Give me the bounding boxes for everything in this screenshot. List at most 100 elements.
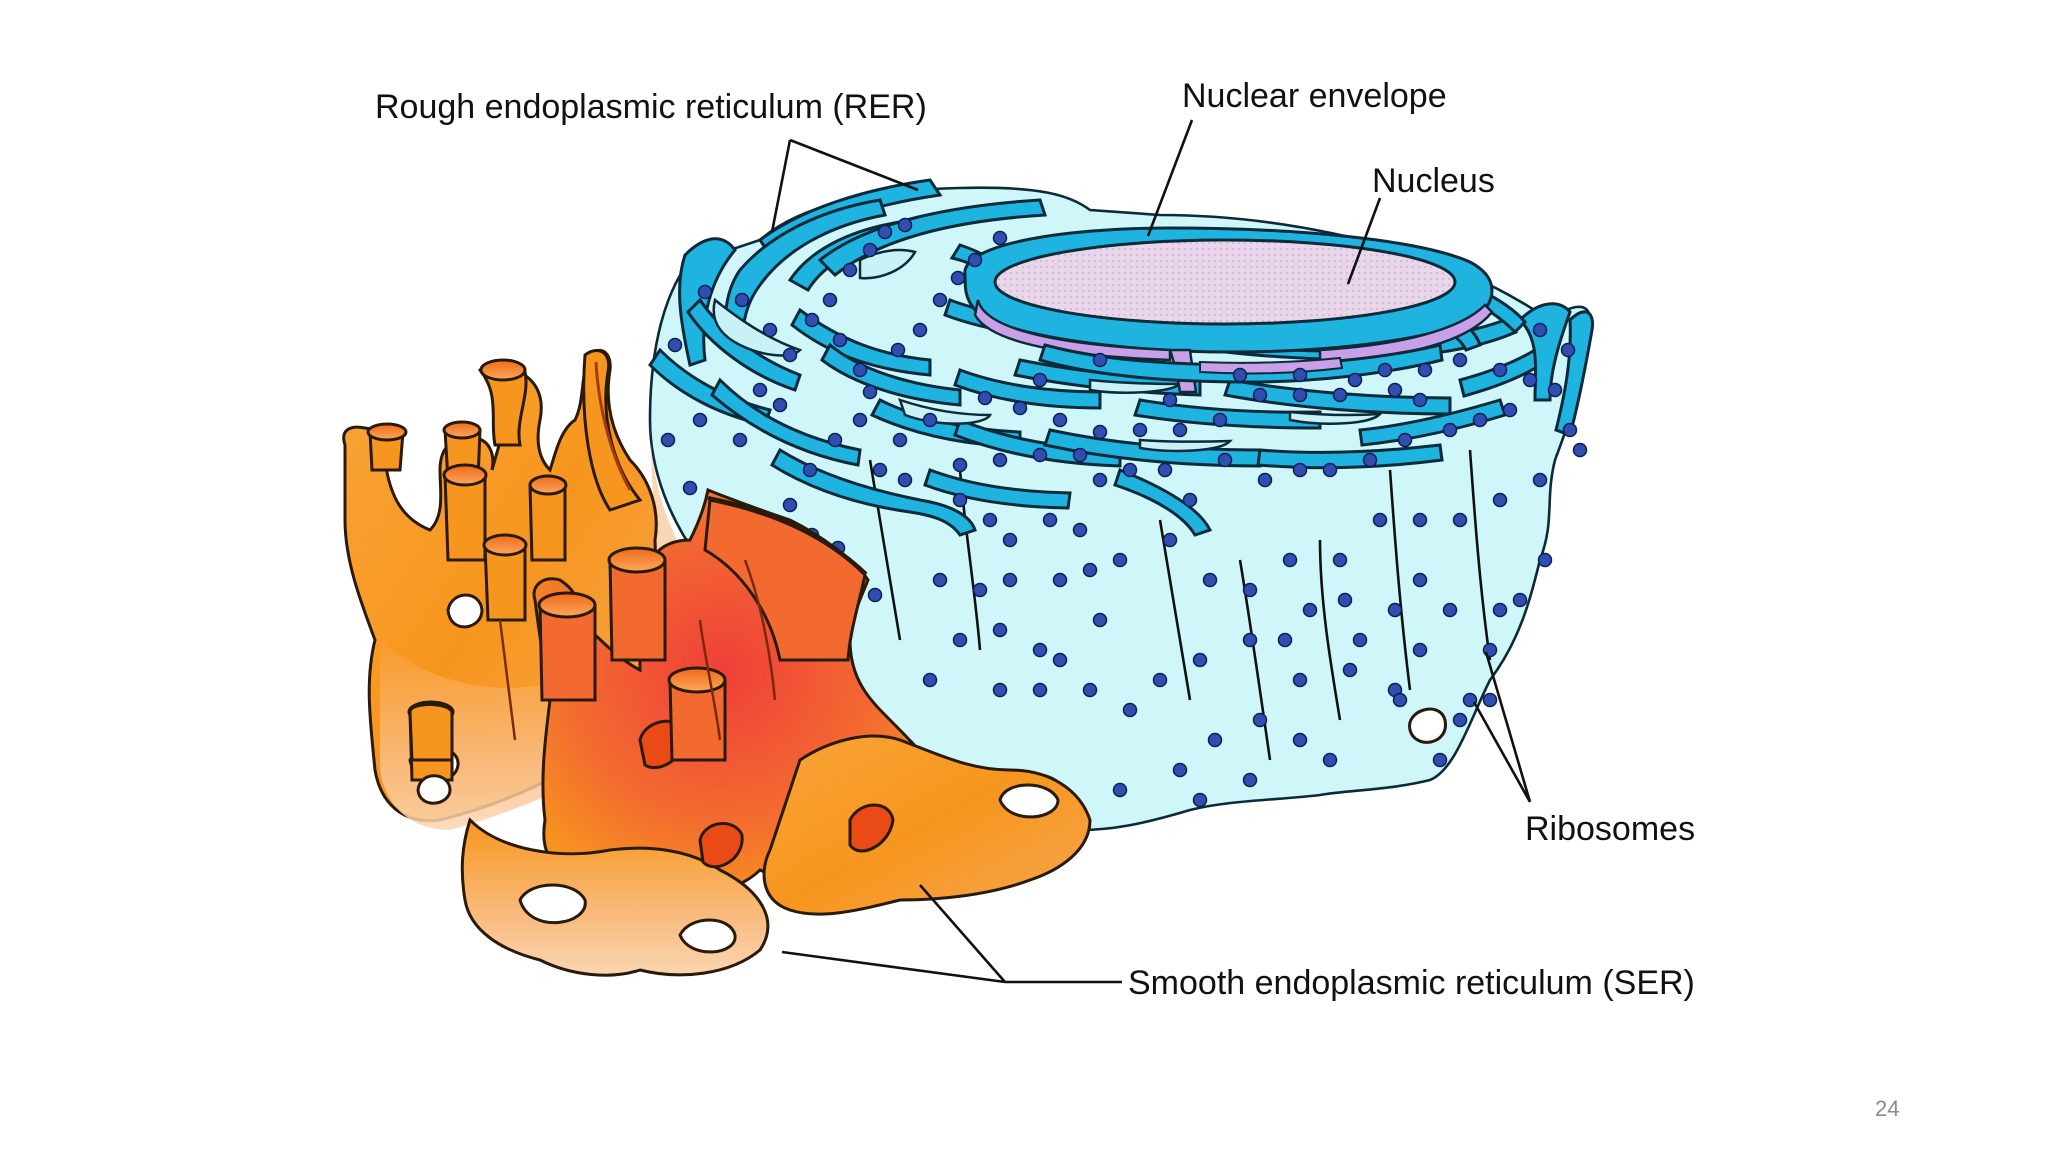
ribosome-dot (992, 682, 1008, 698)
ribosome-dot (1052, 412, 1068, 428)
ribosome-dot (1012, 400, 1028, 416)
ribosome-dot (1502, 402, 1518, 418)
ribosome-dot (1032, 447, 1048, 463)
ribosome-dot (1212, 412, 1228, 428)
ribosome-dot (1152, 672, 1168, 688)
ribosome-dot (1472, 412, 1488, 428)
ribosome-dot (667, 337, 683, 353)
ribosome-dot (1452, 712, 1468, 728)
ribosome-dot (952, 632, 968, 648)
nucleus-label: Nucleus (1372, 162, 1495, 200)
ribosome-dot (804, 312, 820, 328)
ribosome-dot (1387, 382, 1403, 398)
ribosome-dot (972, 582, 988, 598)
ribosome-dot (952, 492, 968, 508)
ribosome-dot (952, 457, 968, 473)
ribosome-dot (862, 242, 878, 258)
ribosome-dot (1562, 422, 1578, 438)
ribosome-dot (1337, 592, 1353, 608)
ribosome-dot (1512, 592, 1528, 608)
ribosome-dot (1282, 552, 1298, 568)
ribosome-dot (1072, 522, 1088, 538)
ribosome-dot (1342, 662, 1358, 678)
nucleus (993, 238, 1457, 326)
ribosome-dot (1392, 692, 1408, 708)
ribosome-dot (1532, 472, 1548, 488)
ribosome-dot (832, 332, 848, 348)
ribosome-dot (1032, 682, 1048, 698)
ribosome-dot (1442, 422, 1458, 438)
ribosome-dot (1072, 447, 1088, 463)
smooth-er (342, 349, 1092, 977)
ribosome-dot (1052, 652, 1068, 668)
ribosome-dot (1112, 782, 1128, 798)
ribosome-dot (1332, 552, 1348, 568)
ribosome-dot (682, 480, 698, 496)
ribosome-dot (842, 262, 858, 278)
ribosome-dot (1522, 372, 1538, 388)
ribosome-dot (1192, 792, 1208, 808)
ribosome-dot (1182, 492, 1198, 508)
ribosome-dot (697, 284, 713, 300)
ribosome-dot (1452, 352, 1468, 368)
ribosome-dot (1412, 572, 1428, 588)
ribosome-dot (992, 622, 1008, 638)
ribosome-dot (827, 432, 843, 448)
ribosome-dot (950, 270, 966, 286)
ribosome-dot (1217, 452, 1233, 468)
ribosome-dot (912, 322, 928, 338)
ribosome-dot (1122, 462, 1138, 478)
ribosome-dot (1172, 762, 1188, 778)
ribosome-dot (1322, 752, 1338, 768)
ribosome-dot (872, 462, 888, 478)
ribosome-dot (1432, 752, 1448, 768)
labels: Rough endoplasmic reticulum (RER) Nuclea… (375, 77, 1899, 1121)
ribosome-dot (1292, 387, 1308, 403)
ribosome-dot (1092, 352, 1108, 368)
ribosome-dot (1052, 572, 1068, 588)
ribosome-dot (867, 587, 883, 603)
ribosome-dot (1122, 702, 1138, 718)
rer-label: Rough endoplasmic reticulum (RER) (375, 88, 927, 126)
ribosome-dot (992, 452, 1008, 468)
ribosome-dot (822, 292, 838, 308)
nuclear-envelope-inner (973, 299, 1172, 362)
nuclear-envelope-label: Nuclear envelope (1182, 77, 1447, 115)
ribosome-dot (1042, 512, 1058, 528)
ribosome-dot (862, 384, 878, 400)
ribosome-dot (892, 432, 908, 448)
rer-leader (770, 138, 919, 233)
ribosome-dot (782, 497, 798, 513)
ribosome-dot (1292, 672, 1308, 688)
nucleus-group (963, 226, 1494, 394)
ser-leader (781, 884, 1122, 984)
ribosome-dot (1292, 732, 1308, 748)
ribosome-dot (1492, 602, 1508, 618)
ribosome-dot (1242, 772, 1258, 788)
ribosome-dot (762, 322, 778, 338)
ribosome-dot (1442, 602, 1458, 618)
ribosome-dot (1242, 632, 1258, 648)
ribosome-dot (1397, 432, 1413, 448)
ribosome-dot (752, 382, 768, 398)
ribosome-dot (1162, 532, 1178, 548)
ribosome-dot (1232, 367, 1248, 383)
ribosomes-label: Ribosomes (1525, 810, 1695, 848)
ribosome-dot (1302, 602, 1318, 618)
ribosome-dot (1352, 632, 1368, 648)
leader-lines (770, 119, 1532, 984)
ribosome-dot (1417, 362, 1433, 378)
ribosome-dot (932, 292, 948, 308)
ribosome-dot (1132, 422, 1148, 438)
ribosome-dot (1092, 424, 1108, 440)
page-number: 24 (1875, 1096, 1899, 1121)
ribosome-dot (1162, 392, 1178, 408)
ribosome-dot (1532, 322, 1548, 338)
ribosome-dot (1032, 642, 1048, 658)
ribosome-dot (1172, 422, 1188, 438)
ribosome-dot (1492, 362, 1508, 378)
ribosome-dot (1082, 562, 1098, 578)
ribosome-dot (1157, 462, 1173, 478)
nucleus-leader (1346, 197, 1382, 285)
